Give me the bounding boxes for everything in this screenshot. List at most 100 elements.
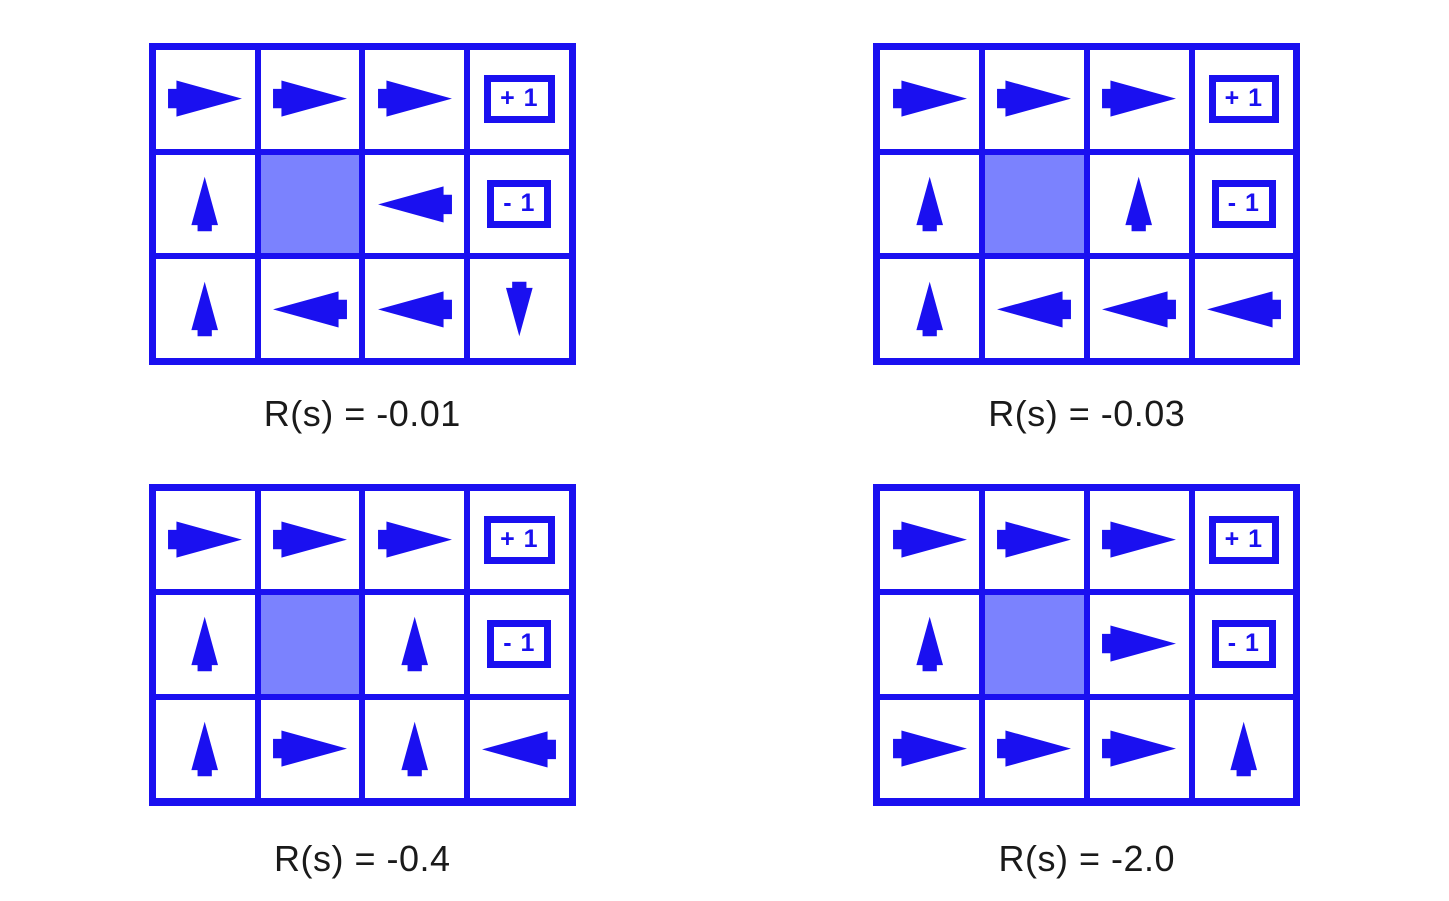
arrow-up-icon [365,699,464,799]
arrow-right-icon [155,490,255,590]
terminal-negative-badge: - 1 [470,154,569,254]
terminal-negative-badge: - 1 [1194,154,1294,254]
arrow-up-icon [899,173,961,235]
arrow-left-icon [373,162,457,246]
arrow-right-icon [155,50,255,149]
arrow-right-icon [365,490,464,590]
wall-cell [260,154,360,254]
terminal-positive-badge: + 1 [1194,490,1294,590]
terminal-negative-badge: - 1 [1211,179,1276,228]
arrow-right-icon [992,707,1076,791]
arrow-right-icon [880,490,979,590]
terminal-negative-badge: - 1 [487,179,552,228]
panel-caption: R(s) = -0.4 [273,837,451,879]
terminal-negative-badge: - 1 [487,620,552,669]
panel-caption: R(s) = -2.0 [998,837,1176,879]
terminal-negative-badge: - 1 [1211,620,1276,669]
arrow-right-icon [888,707,972,791]
arrow-right-icon [373,498,457,582]
arrow-right-icon [163,57,247,141]
arrow-right-icon [268,57,352,141]
gridworld-panel-r-20: + 1 - 1 [873,483,1301,806]
arrow-up-icon [899,613,961,675]
terminal-positive-badge: + 1 [1194,50,1294,149]
arrow-left-icon [1097,267,1181,351]
terminal-positive-badge: + 1 [484,515,555,564]
arrow-right-icon [880,50,979,149]
arrow-right-icon [268,707,352,791]
gridworld-panel-r-04: + 1 - 1 [148,483,576,806]
arrow-right-icon [1089,699,1189,799]
arrow-up-icon [155,595,255,694]
arrow-right-icon [1089,595,1189,694]
arrow-up-icon [384,613,446,675]
arrow-down-icon [470,259,569,358]
arrow-right-icon [1097,498,1181,582]
arrow-up-icon [155,699,255,799]
arrow-up-icon [1089,154,1189,254]
terminal-positive-badge: + 1 [1208,515,1280,564]
arrow-right-icon [985,490,1084,590]
arrow-right-icon [888,498,972,582]
arrow-right-icon [992,498,1076,582]
arrow-right-icon [268,498,352,582]
arrow-right-icon [992,57,1076,141]
terminal-positive-badge: + 1 [470,490,569,590]
arrow-up-icon [1108,173,1170,235]
arrow-right-icon [1089,490,1189,590]
arrow-up-icon [880,259,979,358]
arrow-right-icon [365,50,464,149]
arrow-up-icon [880,595,979,694]
arrow-left-icon [365,154,464,254]
arrow-right-icon [373,57,457,141]
terminal-positive-badge: + 1 [484,75,555,124]
arrow-left-icon [1202,267,1286,351]
arrow-left-icon [268,267,352,351]
arrow-up-icon [899,278,961,340]
arrow-down-icon [488,278,550,340]
arrow-right-icon [1097,602,1181,686]
policy-panel-panel-r-003: + 1 - 1 R(s) = -0.03 [725,0,1449,451]
arrow-right-icon [163,498,247,582]
terminal-positive-badge: + 1 [1208,75,1280,124]
arrow-up-icon [155,259,255,358]
arrow-up-icon [174,278,236,340]
arrow-up-icon [174,613,236,675]
policy-panel-panel-r-20: + 1 - 1 R(s) = -2.0 [725,451,1449,901]
arrow-left-icon [985,259,1084,358]
arrow-right-icon [888,57,972,141]
arrow-right-icon [1097,707,1181,791]
panel-caption: R(s) = -0.01 [263,393,461,434]
wall-cell [985,154,1084,254]
arrow-right-icon [1097,57,1181,141]
arrow-right-icon [880,699,979,799]
gridworld-panel-r-003: + 1 - 1 [873,43,1301,365]
arrow-left-icon [992,267,1076,351]
arrow-right-icon [260,699,360,799]
gridworld-panel-r-001: + 1 - 1 [148,43,576,365]
arrow-left-icon [373,267,457,351]
arrow-up-icon [384,718,446,780]
arrow-up-icon [174,718,236,780]
arrow-up-icon [155,154,255,254]
arrow-up-icon [1213,718,1275,780]
arrow-left-icon [260,259,360,358]
arrow-up-icon [365,595,464,694]
terminal-negative-badge: - 1 [1194,595,1294,694]
arrow-left-icon [365,259,464,358]
panel-caption: R(s) = -0.03 [988,393,1186,434]
arrow-left-icon [470,699,569,799]
arrow-up-icon [174,173,236,235]
terminal-positive-badge: + 1 [470,50,569,149]
arrow-right-icon [985,50,1084,149]
wall-cell [260,595,360,694]
policy-panel-panel-r-001: + 1 - 1 R(s) = -0.01 [0,0,725,451]
arrow-right-icon [260,50,360,149]
arrow-up-icon [880,154,979,254]
arrow-right-icon [1089,50,1189,149]
arrow-left-icon [477,707,561,791]
arrow-right-icon [260,490,360,590]
arrow-up-icon [1194,699,1294,799]
terminal-negative-badge: - 1 [470,595,569,694]
